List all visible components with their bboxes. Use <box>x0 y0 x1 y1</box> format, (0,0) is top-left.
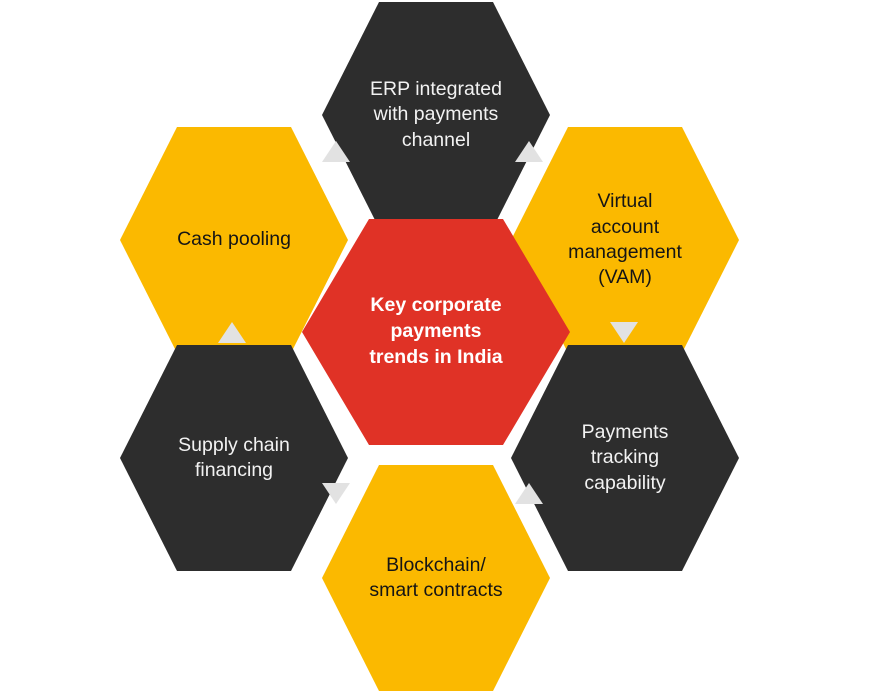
hex-node-supply-chain-financing[interactable]: Supply chain financing <box>120 345 348 571</box>
hex-node-label: Blockchain/ smart contracts <box>369 553 503 601</box>
hex-node-payments-tracking-capability[interactable]: Payments tracking capability <box>511 345 739 571</box>
triangle-up-icon <box>218 322 246 343</box>
triangle-up-icon <box>322 141 350 162</box>
triangle-down-icon <box>610 322 638 343</box>
hex-node-label: ERP integrated with payments channel <box>370 77 502 151</box>
hexagon-diagram: ERP integrated with payments channel Cas… <box>120 2 739 691</box>
hex-center-label: Key corporate payments trends in India <box>369 294 503 368</box>
triangle-up-icon <box>515 483 543 504</box>
triangle-up-icon <box>515 141 543 162</box>
hex-node-label: Supply chain financing <box>178 433 290 481</box>
hex-node-label: Payments tracking capability <box>581 420 669 494</box>
hex-node-erp-integrated-with-payments-channel[interactable]: ERP integrated with payments channel <box>322 2 550 228</box>
hex-node-label: Virtual account management (VAM) <box>568 190 682 289</box>
triangle-down-icon <box>322 483 350 504</box>
hex-node-label: Cash pooling <box>177 228 291 251</box>
